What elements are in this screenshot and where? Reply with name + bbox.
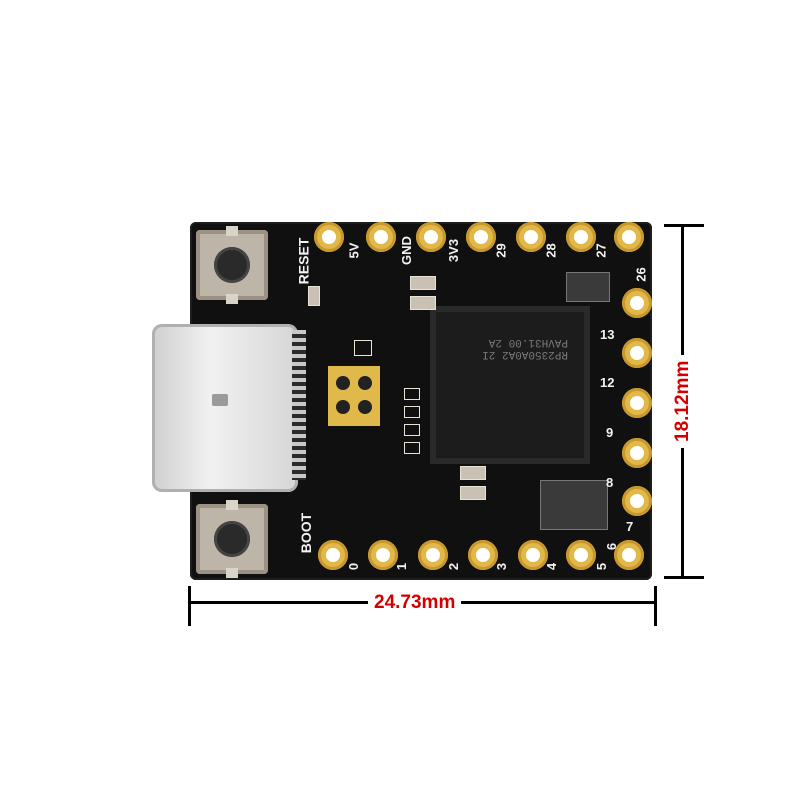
boot-button [196, 500, 268, 578]
top-pad [516, 222, 546, 252]
pin-label-26: 26 [633, 267, 649, 282]
rp2350-chip [436, 312, 584, 458]
reset-button-cap [214, 247, 250, 283]
test-pad-block [328, 366, 380, 426]
usb-c-connector [152, 324, 298, 492]
smd-component [460, 486, 486, 500]
top-pad [416, 222, 446, 252]
smd-component [460, 466, 486, 480]
smd-component [404, 424, 420, 436]
bottom-pad [566, 540, 596, 570]
smd-component [410, 296, 436, 310]
smd-component [404, 388, 420, 400]
top-pad [314, 222, 344, 252]
test-pad [358, 400, 372, 414]
pin-label-2: 2 [446, 562, 462, 571]
pin-label-6: 6 [604, 542, 620, 551]
top-pad [466, 222, 496, 252]
pin-label-3: 3 [494, 562, 510, 571]
bottom-pad [368, 540, 398, 570]
test-pad [336, 400, 350, 414]
pin-label-0: 0 [346, 562, 362, 571]
pin-label-13: 13 [600, 327, 615, 342]
bottom-pad [468, 540, 498, 570]
top-pad [614, 222, 644, 252]
pin-label-1: 1 [394, 562, 410, 571]
pin-label-28: 28 [543, 243, 559, 258]
pin-label-29: 29 [493, 243, 509, 258]
pin-label-8: 8 [606, 475, 614, 490]
right-pad [622, 338, 652, 368]
bottom-pad [614, 540, 644, 570]
smd-component [354, 340, 372, 356]
test-pad [336, 376, 350, 390]
smd-component [404, 442, 420, 454]
pin-label-5v: 5V [346, 242, 362, 259]
bottom-pad [318, 540, 348, 570]
top-pad [366, 222, 396, 252]
pin-label-5: 5 [594, 562, 610, 571]
usb-pins [292, 330, 306, 480]
boot-label: BOOT [298, 512, 315, 554]
bottom-pad [518, 540, 548, 570]
pin-label-12: 12 [600, 375, 615, 390]
width-dimension-tick-left [188, 586, 191, 626]
right-pad [622, 486, 652, 516]
right-pad [622, 288, 652, 318]
pin-label-9: 9 [606, 425, 614, 440]
reset-label: RESET [295, 237, 312, 285]
pin-label-27: 27 [593, 243, 609, 258]
smd-component [410, 276, 436, 290]
smd-component [308, 286, 320, 306]
bottom-pad [418, 540, 448, 570]
chip-marking: RP2350A0A2 2I PAVH31.00 2A [482, 336, 568, 360]
top-pad [566, 222, 596, 252]
pin-label-3v3: 3V3 [446, 238, 462, 263]
pin-label-4: 4 [544, 562, 560, 571]
smd-component [404, 406, 420, 418]
height-dimension-label: 18.12mm [672, 354, 694, 448]
width-dimension-label: 24.73mm [368, 592, 462, 614]
boot-button-cap [214, 521, 250, 557]
pin-label-7: 7 [626, 519, 634, 534]
height-dimension-tick-bottom [664, 576, 704, 579]
right-pad [622, 438, 652, 468]
reset-button [196, 226, 268, 304]
pin-label-gnd: GND [398, 236, 414, 265]
flash-chip [540, 480, 608, 530]
width-dimension-tick-right [654, 586, 657, 626]
right-pad [622, 388, 652, 418]
height-dimension-tick-top [664, 224, 704, 227]
test-pad [358, 376, 372, 390]
smd-crystal [566, 272, 610, 302]
